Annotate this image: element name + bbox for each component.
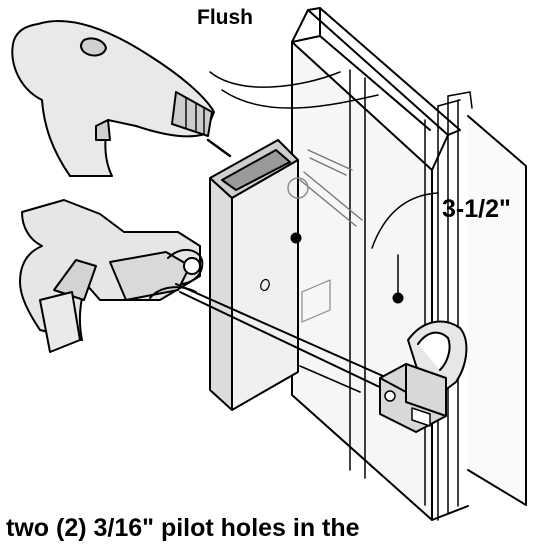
flush-label: Flush (197, 6, 253, 29)
clamp-bar (175, 283, 393, 393)
drill-guide-block-icon (209, 139, 331, 411)
flush-leader-lines (209, 71, 379, 109)
door-handle-icon (379, 320, 468, 433)
drill-icon (11, 20, 232, 177)
dimension-indicator (371, 192, 439, 304)
caption-text: two (2) 3/16" pilot holes in the (6, 514, 360, 542)
door-panel (291, 7, 527, 521)
dimension-label: 3-1/2" (442, 195, 511, 223)
screw-and-bit (287, 149, 363, 227)
clamp-icon (19, 199, 204, 353)
